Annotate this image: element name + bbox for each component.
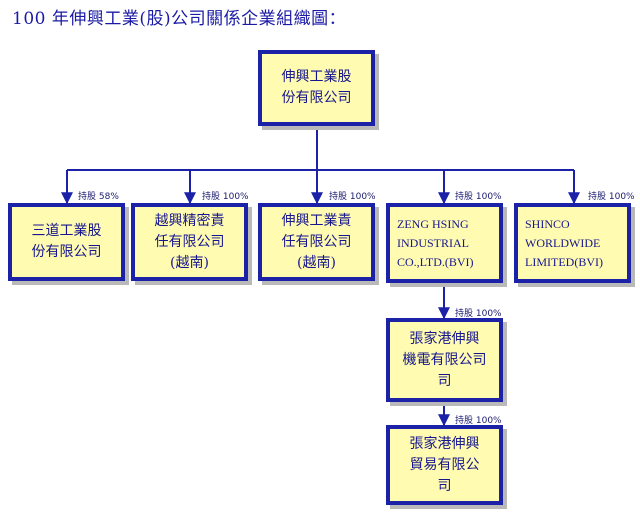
- subsidiary-box-1: 三道工業股 份有限公司: [8, 203, 125, 281]
- subsidiary-4-line-2: INDUSTRIAL: [397, 235, 469, 250]
- subsidiary-3-line-2: 任有限公司: [281, 233, 352, 250]
- second-level-line-1: 張家港伸興: [409, 330, 480, 347]
- subsidiary-3-line-3: (越南): [297, 254, 336, 271]
- subsidiary-4-line-1: ZENG HSING: [397, 216, 469, 231]
- subsidiary-3-line-1: 伸興工業責: [281, 212, 352, 229]
- ownership-label-2: 持股 100%: [202, 192, 249, 202]
- second-level-line-3: 司: [437, 372, 452, 389]
- subsidiary-5-line-1: SHINCO: [525, 216, 570, 231]
- subsidiary-box-3: 伸興工業責 任有限公司 (越南): [258, 203, 375, 281]
- subsidiary-4-line-3: CO.,LTD.(BVI): [397, 254, 474, 269]
- ownership-label-4: 持股 100%: [455, 192, 502, 202]
- subsidiary-1-line-2: 份有限公司: [31, 244, 102, 260]
- subsidiary-box-5: SHINCO WORLDWIDE LIMITED(BVI): [514, 203, 631, 283]
- subsidiary-box-2: 越興精密責 任有限公司 (越南): [131, 203, 248, 281]
- subsidiary-5-line-3: LIMITED(BVI): [525, 254, 603, 269]
- ownership-label-1: 持股 58%: [78, 192, 119, 202]
- subsidiary-5-line-2: WORLDWIDE: [525, 235, 601, 250]
- subsidiary-2-line-2: 任有限公司: [154, 233, 225, 250]
- ownership-label-5: 持股 100%: [588, 192, 635, 202]
- chart-title: 100 年伸興工業(股)公司關係企業組織圖：: [12, 9, 347, 29]
- second-level-subsidiary-box: 張家港伸興 機電有限公司 司: [386, 318, 503, 402]
- parent-company-name-line-2: 份有限公司: [281, 90, 352, 106]
- subsidiary-2-line-3: (越南): [170, 254, 209, 271]
- subsidiary-1-line-1: 三道工業股: [31, 223, 102, 239]
- ownership-label-7: 持股 100%: [455, 416, 502, 426]
- third-level-line-3: 司: [437, 477, 452, 494]
- third-level-subsidiary-box: 張家港伸興 貿易有限公 司: [386, 425, 503, 505]
- ownership-label-3: 持股 100%: [329, 192, 376, 202]
- parent-company-name-line-1: 伸興工業股: [281, 69, 352, 85]
- ownership-label-6: 持股 100%: [455, 309, 502, 319]
- subsidiary-box-4: ZENG HSING INDUSTRIAL CO.,LTD.(BVI): [386, 203, 503, 283]
- third-level-line-1: 張家港伸興: [409, 435, 480, 452]
- parent-company-box: 伸興工業股 份有限公司: [258, 50, 375, 126]
- subsidiary-2-line-1: 越興精密責: [154, 212, 225, 229]
- second-level-line-2: 機電有限公司: [402, 351, 487, 368]
- third-level-line-2: 貿易有限公: [409, 456, 480, 473]
